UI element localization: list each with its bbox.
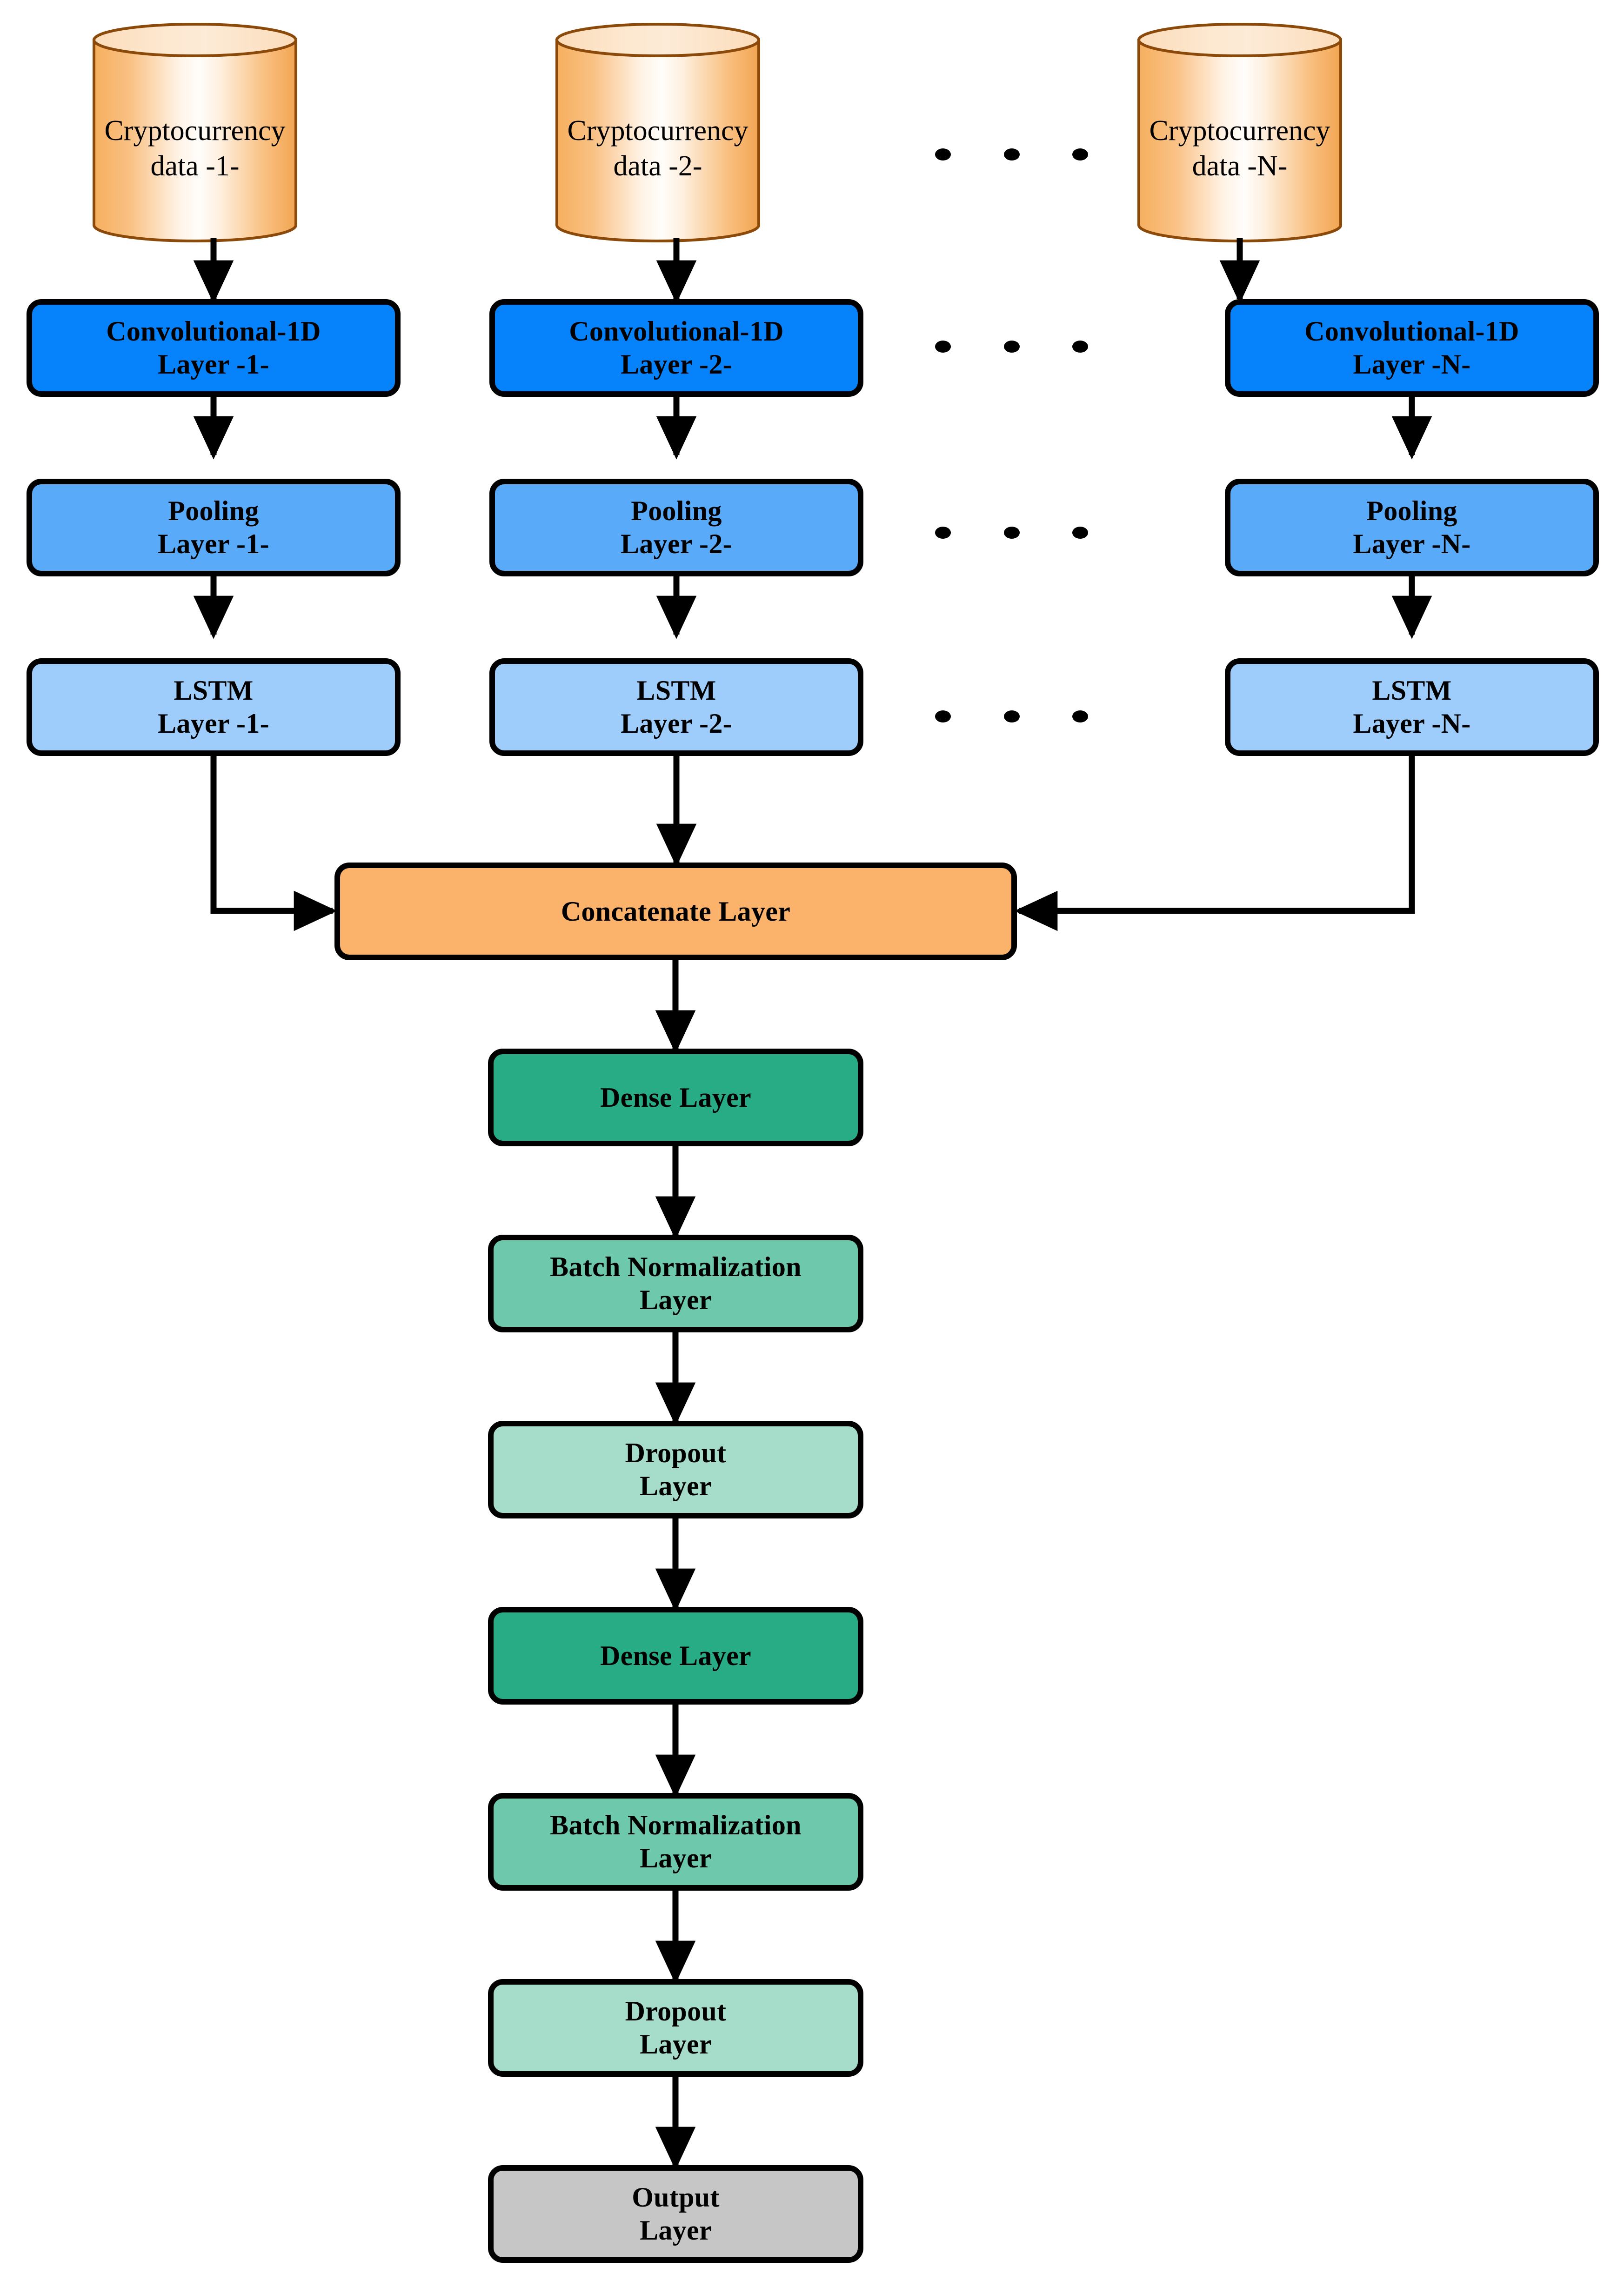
ellipsis-dots-group: [935, 148, 1088, 722]
label-cylinder-branch-1: Cryptocurrency data -1-: [104, 115, 286, 182]
box-pool-n[interactable]: [1225, 479, 1599, 576]
branch-2-group: [489, 23, 863, 867]
arrow-lstm1-to-concat: [210, 753, 337, 931]
box-output[interactable]: [488, 2165, 863, 2263]
box-conv-1[interactable]: [27, 299, 401, 397]
box-pool-2[interactable]: [489, 479, 863, 576]
box-conv-2[interactable]: [489, 299, 863, 397]
box-lstm-n[interactable]: [1225, 658, 1599, 756]
box-dropout-1[interactable]: [488, 1421, 863, 1518]
ellipsis-row-1: [935, 148, 1088, 161]
box-batchnorm-2[interactable]: [488, 1793, 863, 1891]
box-dense-1[interactable]: [488, 1049, 863, 1146]
ellipsis-row-3: [935, 527, 1088, 539]
ellipsis-row-4: [935, 710, 1088, 722]
box-dropout-2[interactable]: [488, 1979, 863, 2077]
box-dense-2[interactable]: [488, 1607, 863, 1705]
arrow-lstmn-to-concat: [1014, 753, 1415, 931]
label-cylinder-branch-n: Cryptocurrency data -N-: [1149, 115, 1330, 182]
branch-n-group: [1014, 23, 1599, 931]
label-cylinder-branch-2: Cryptocurrency data -2-: [567, 115, 749, 182]
ellipsis-row-2: [935, 341, 1088, 353]
box-lstm-1[interactable]: [27, 658, 401, 756]
box-pool-1[interactable]: [27, 479, 401, 576]
cylinder-branch-n: [1137, 23, 1342, 242]
cylinder-branch-1: [93, 23, 297, 242]
box-batchnorm-1[interactable]: [488, 1235, 863, 1332]
cylinder-branch-2: [555, 23, 760, 242]
branch-1-group: [27, 23, 401, 931]
box-lstm-2[interactable]: [489, 658, 863, 756]
box-concat[interactable]: [334, 863, 1017, 960]
box-conv-n[interactable]: [1225, 299, 1599, 397]
